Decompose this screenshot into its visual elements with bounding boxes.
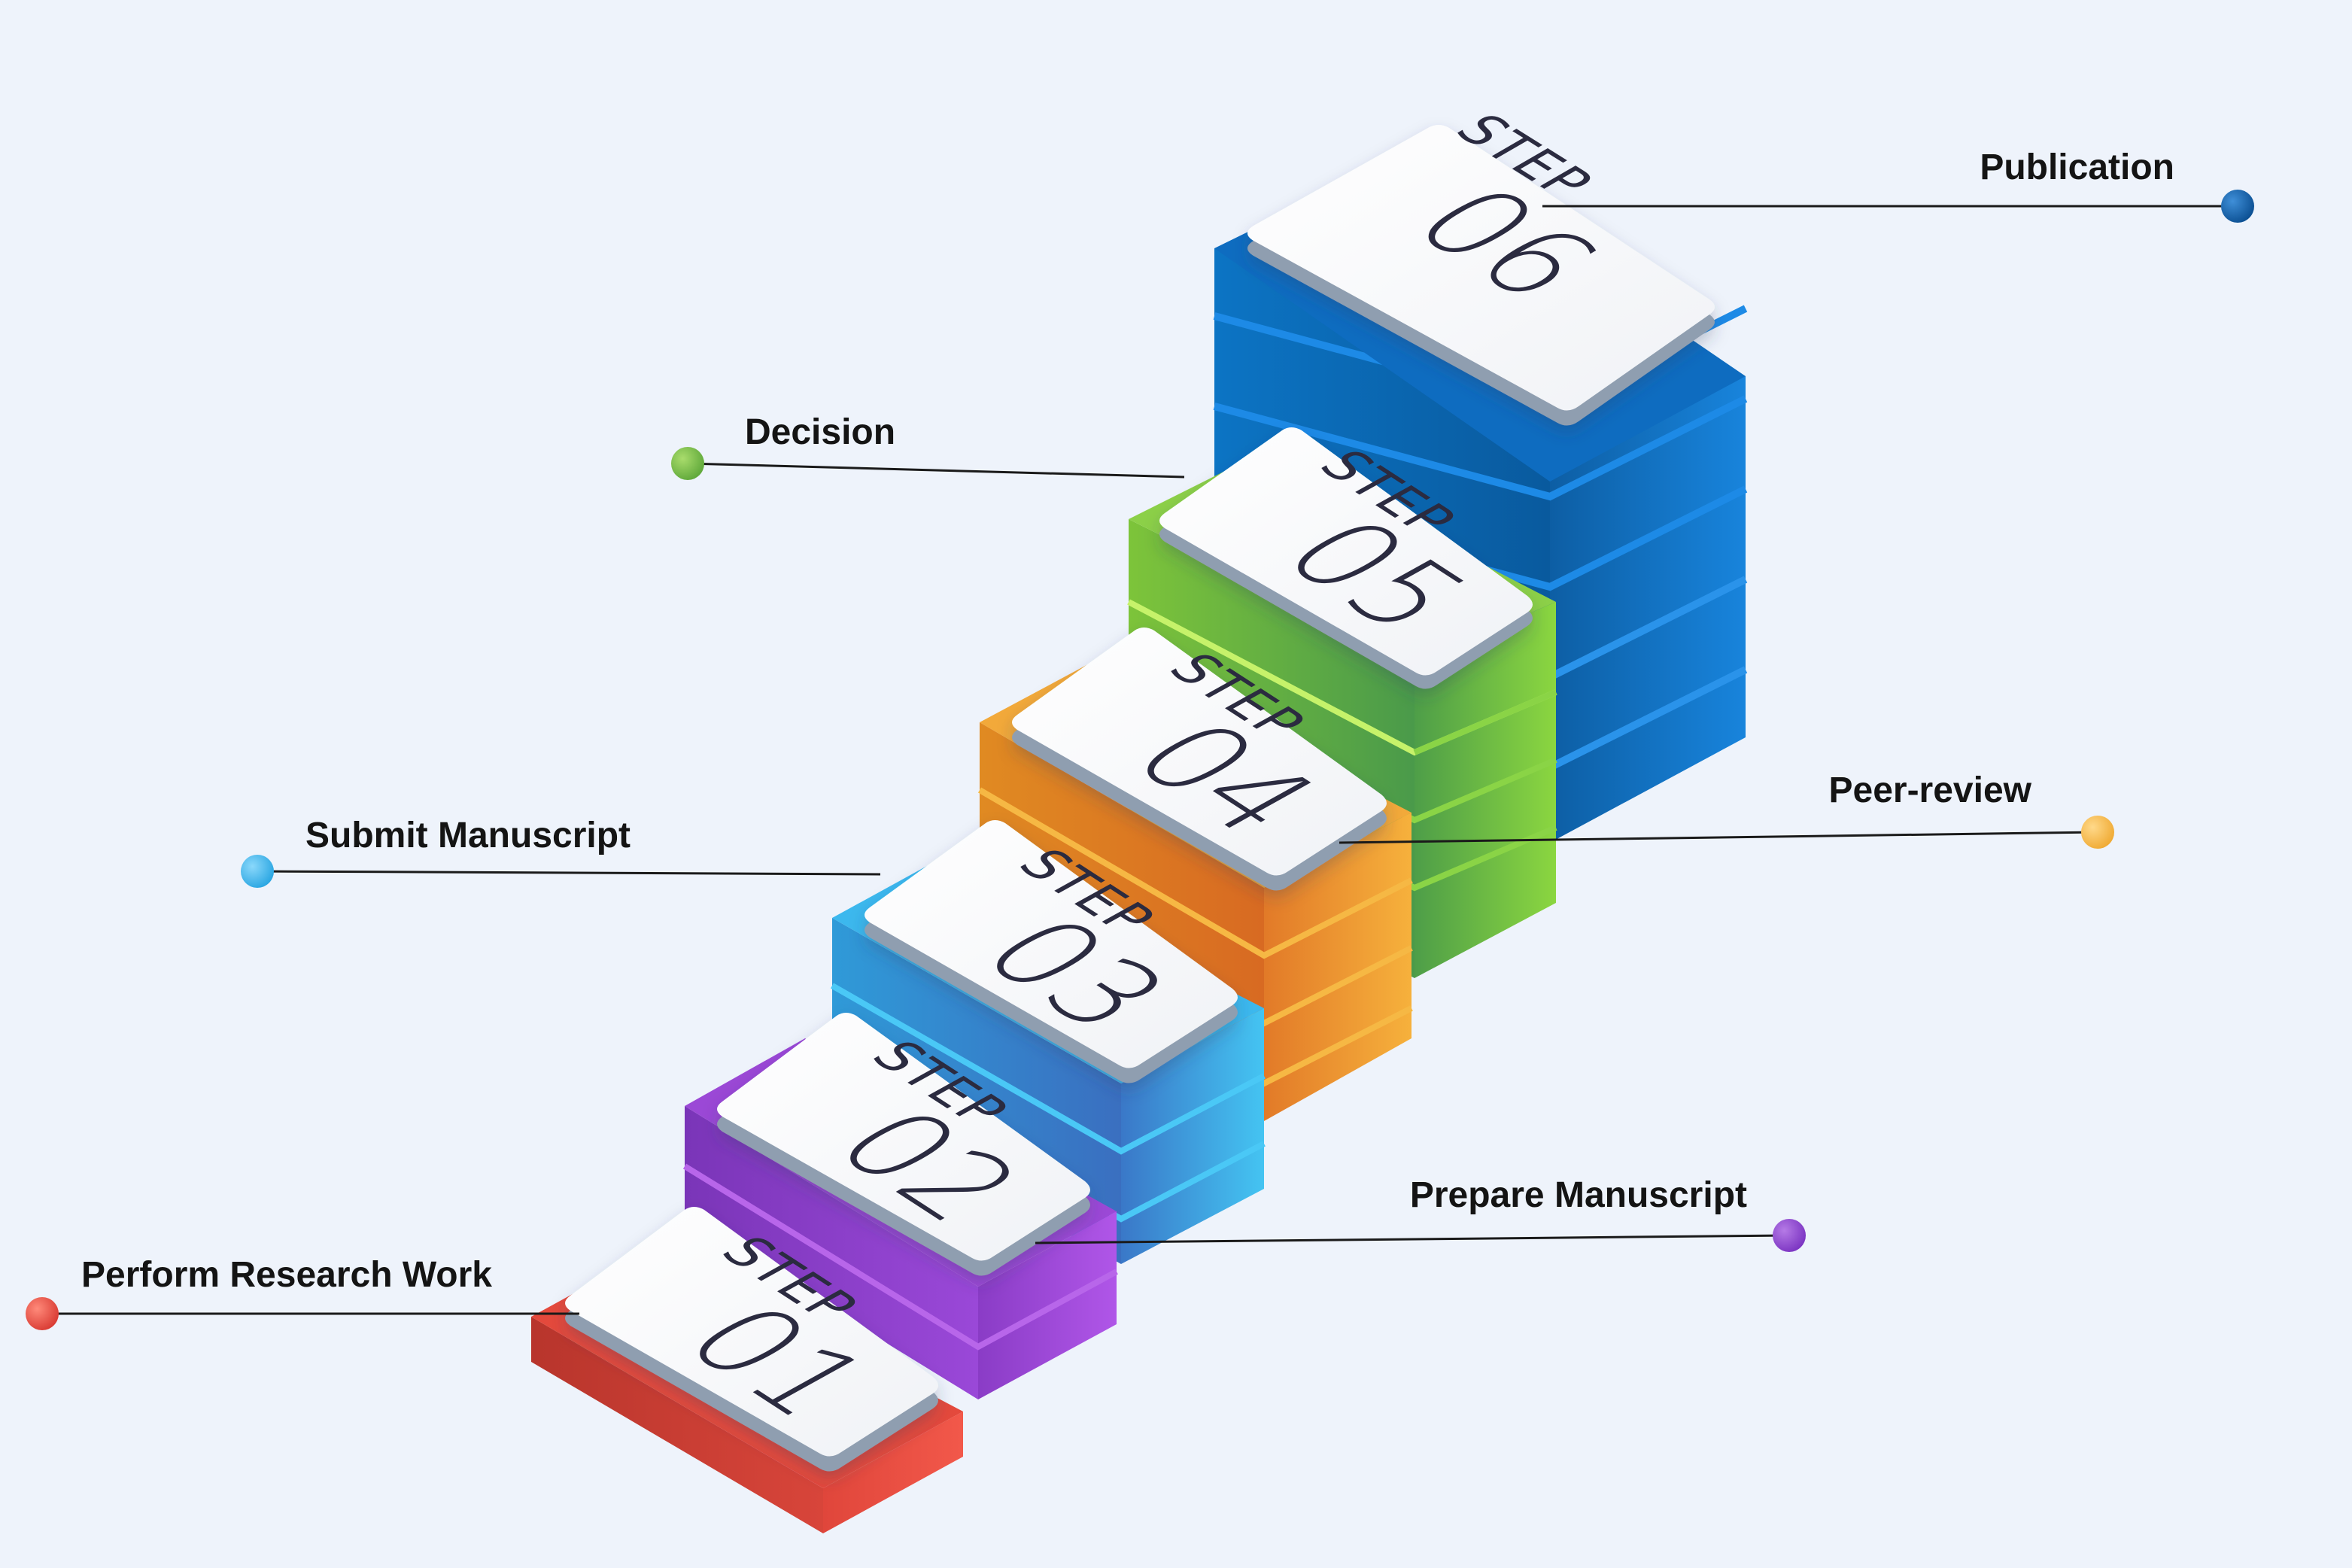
label-peer-review: Peer-review <box>1828 770 2031 810</box>
marker-dot <box>1773 1219 1806 1252</box>
label-publication: Publication <box>1980 147 2174 187</box>
callout-publication: Publication <box>1542 147 2254 223</box>
callout-perform-research-work: Perform Research Work <box>26 1255 579 1330</box>
marker-dot <box>241 855 274 888</box>
marker-dot <box>2081 816 2114 849</box>
marker-dot <box>671 447 704 480</box>
step-01-block: STEP 01 <box>531 1207 963 1533</box>
connector-line <box>1035 1234 1790 1244</box>
callout-peer-review: Peer-review <box>1339 770 2114 849</box>
label-decision: Decision <box>745 412 895 452</box>
label-submit-manuscript: Submit Manuscript <box>305 816 631 855</box>
callout-prepare-manuscript: Prepare Manuscript <box>1035 1175 1806 1252</box>
marker-dot <box>2221 190 2254 223</box>
step-02-block: STEP 02 <box>682 1013 1118 1399</box>
step-04-block: STEP 04 <box>977 628 1413 1121</box>
step-03-block: STEP 03 <box>831 820 1266 1264</box>
connector-line <box>687 462 1185 479</box>
connector-line <box>257 870 881 876</box>
label-perform-research-work: Perform Research Work <box>81 1255 492 1295</box>
connector-line <box>1339 831 2098 844</box>
callout-decision: Decision <box>671 412 1185 480</box>
marker-dot <box>26 1297 59 1330</box>
label-prepare-manuscript: Prepare Manuscript <box>1410 1175 1747 1215</box>
callout-submit-manuscript: Submit Manuscript <box>241 816 881 888</box>
